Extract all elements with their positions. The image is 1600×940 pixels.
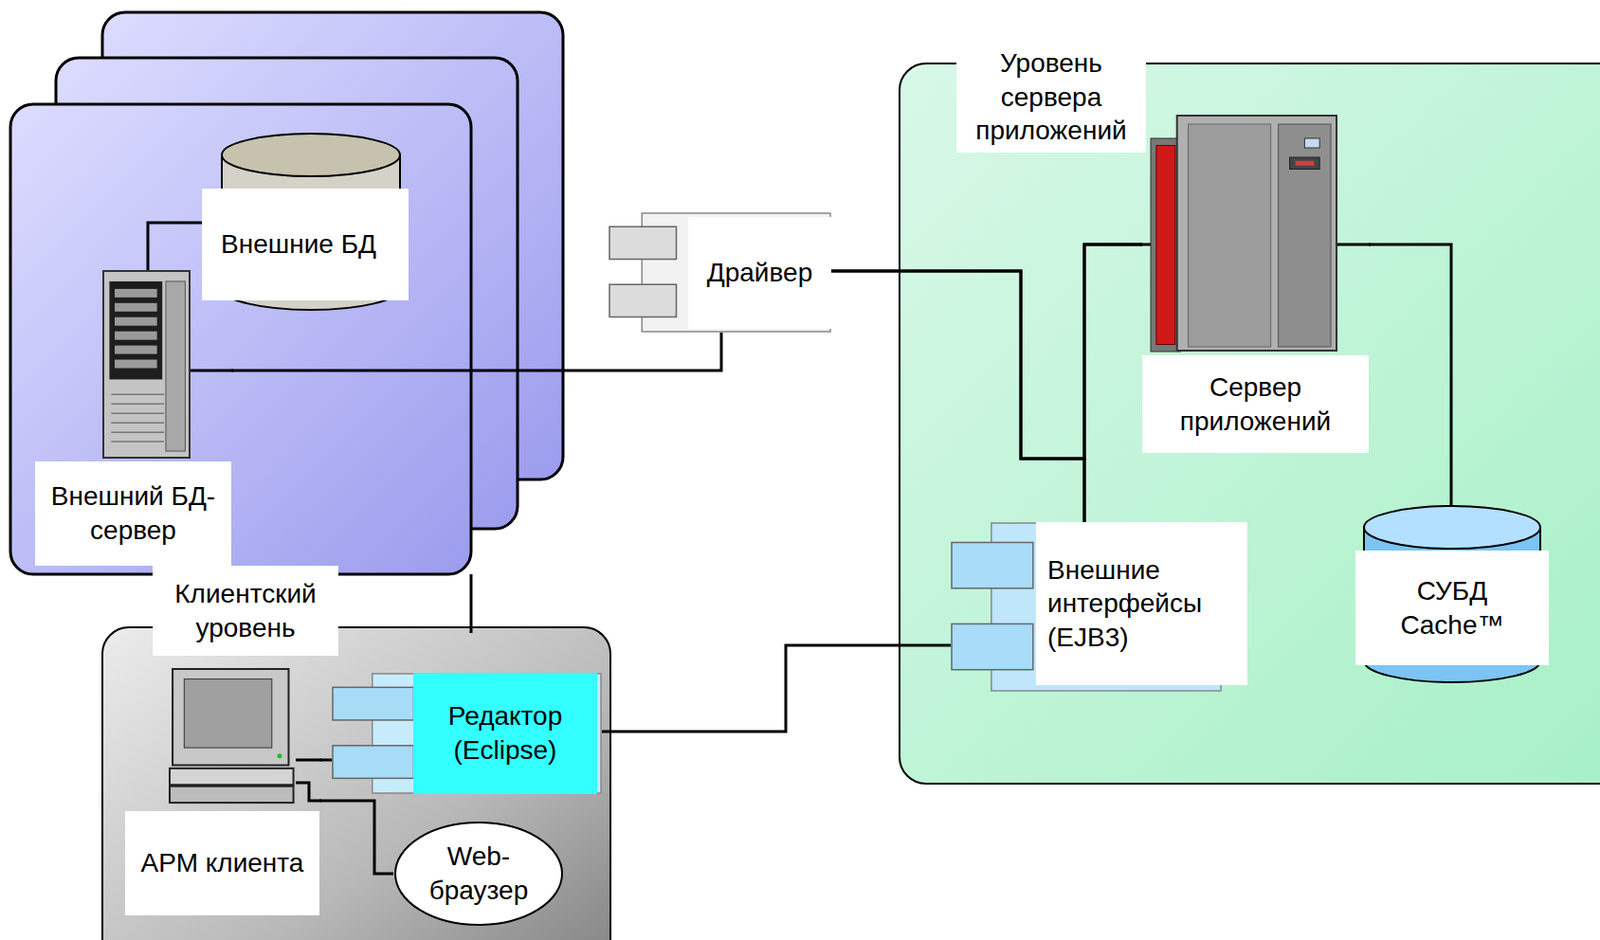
node-label: Web-браузер <box>410 839 547 908</box>
label-box: Внешние БД <box>201 188 409 301</box>
node-label: Внешние интерфейсы (EJB3) <box>1047 553 1237 655</box>
connector-line <box>601 645 951 732</box>
server-tier-region <box>899 63 1600 784</box>
node-label: Внешний БД-сервер <box>46 479 220 547</box>
label-box: Уровень сервера приложений <box>956 41 1146 153</box>
connector-line <box>147 222 202 271</box>
node-label: Сервер приложений <box>1153 370 1358 438</box>
panel-link-wire <box>470 574 473 634</box>
db-server: Внешний БД-сервер <box>35 270 232 566</box>
connector-line <box>1084 244 1143 523</box>
computer-stub-wire <box>295 759 322 763</box>
icon-graphic <box>169 669 294 803</box>
ell-icon <box>393 820 564 928</box>
node-label: Клиентский уровень <box>163 577 328 645</box>
icon-graphic <box>609 213 831 332</box>
client-tier-region <box>102 627 611 940</box>
label-box: Драйвер <box>688 217 832 329</box>
icon-graphic <box>395 822 563 926</box>
workstation: АРМ клиента <box>125 668 320 916</box>
label-box: Внешние интерфейсы (EJB3) <box>1036 522 1248 686</box>
cabinet-icon <box>1150 114 1339 352</box>
browser-ellipse: Web-браузер <box>393 820 564 928</box>
icon-graphic <box>1150 115 1337 352</box>
connector-line <box>831 244 1143 459</box>
database-cylinder: СУБД Cache™ <box>1355 505 1549 684</box>
label-box: СУБД Cache™ <box>1355 550 1549 666</box>
computer-stub-wire <box>295 782 322 801</box>
node-label: Редактор (Eclipse) <box>424 699 586 767</box>
editor-component: Редактор (Eclipse) <box>331 672 602 795</box>
node-label: Драйвер <box>707 255 813 291</box>
tower-icon <box>102 270 191 459</box>
node-label: АРМ клиента <box>141 846 305 881</box>
label-box: Внешний БД-сервер <box>35 461 232 566</box>
tier-region: Сервер приложенийВнешние интерфейсы (EJB… <box>899 41 1600 784</box>
label-box: Клиентский уровень <box>152 565 339 656</box>
tier-region: АРМ клиента Редактор (Eclipse) Web-браузер… <box>102 565 611 940</box>
interface-component: Внешние интерфейсы (EJB3) <box>950 522 1248 693</box>
driver-component: Драйвер <box>608 212 832 333</box>
connector-line <box>319 800 394 874</box>
pc-icon <box>168 668 298 806</box>
connector-line <box>831 271 1085 523</box>
label-box: АРМ клиента <box>125 811 320 916</box>
connector-line <box>1368 244 1452 506</box>
db-panel-front <box>10 104 472 575</box>
connector-line <box>319 759 332 763</box>
node-label: СУБД Cache™ <box>1376 574 1528 642</box>
node-label: Уровень сервера приложений <box>967 46 1135 148</box>
app-server: Сервер приложений <box>1142 114 1369 454</box>
icon-graphic <box>103 271 190 458</box>
label-box: Web-браузер <box>406 826 551 922</box>
database-cylinder: Внешние БД <box>201 132 409 313</box>
server-stub-wire <box>189 369 234 373</box>
appserver-stub-wire <box>1336 243 1371 247</box>
icon-graphic <box>332 673 601 794</box>
label-box: Редактор (Eclipse) <box>413 672 598 795</box>
label-box: Сервер приложений <box>1142 355 1369 454</box>
connector-line <box>231 332 722 371</box>
node-label: Внешние БД <box>220 227 377 262</box>
